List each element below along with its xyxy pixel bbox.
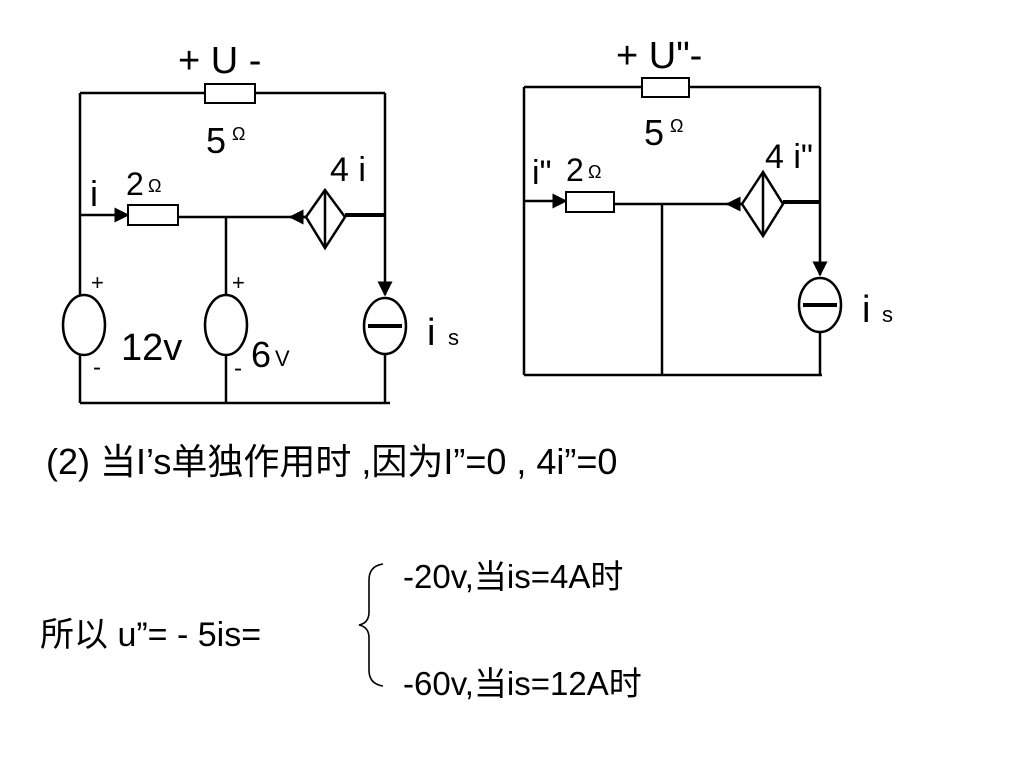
label-v: V [275, 346, 290, 371]
label-ohm: Ω [148, 176, 161, 196]
label-6: 6 [251, 334, 271, 375]
minus-sign: - [93, 354, 101, 381]
left-brace [358, 563, 384, 687]
resistor-5-ohm [204, 83, 256, 104]
label-voltage-u: + U - [178, 40, 261, 82]
label-current-i: i" [532, 154, 552, 192]
resistor-2-ohm [565, 191, 615, 213]
circuit-left: + U - 5 Ω i 2 Ω 4 i + - 12v + - 6 V i s [61, 40, 459, 405]
label-voltage-u: + U"- [616, 35, 702, 77]
case-is-12a: -60v,当is=12A时 [403, 665, 642, 702]
label-is-sub: s [448, 325, 459, 350]
label-12v: 12v [121, 327, 182, 369]
label-is-letter: i [862, 289, 870, 331]
label-is-letter: i [427, 312, 435, 354]
voltage-source-6v [203, 293, 249, 357]
label-5: 5 [206, 120, 226, 161]
resistor-2-ohm [127, 204, 179, 226]
label-2: 2 [566, 152, 584, 188]
circuit-right: + U"- 5 Ω i" 2 Ω 4 i" i s [522, 35, 893, 377]
label-ohm: Ω [232, 124, 245, 144]
minus-sign: - [234, 355, 242, 382]
voltage-source-12v [61, 293, 107, 357]
resistor-5-ohm [641, 77, 690, 98]
circuit-diagrams: + U - 5 Ω i 2 Ω 4 i + - 12v + - 6 V i s [61, 35, 893, 405]
label-ohm: Ω [670, 116, 683, 136]
conclusion-line: 所以 u”= - 5is= [40, 616, 262, 654]
plus-sign: + [232, 270, 245, 295]
label-is-sub: s [882, 302, 893, 327]
explanation-line: (2) 当I’s单独作用时 ,因为I”=0 , 4i”=0 [46, 441, 618, 482]
label-ohm: Ω [588, 162, 601, 182]
label-5: 5 [644, 112, 664, 153]
case-is-4a: -20v,当is=4A时 [403, 558, 624, 595]
label-4i: 4 i [330, 151, 366, 189]
label-4i: 4 i" [765, 138, 813, 176]
plus-sign: + [91, 270, 104, 295]
label-2: 2 [126, 166, 144, 202]
label-current-i: i [90, 173, 98, 214]
